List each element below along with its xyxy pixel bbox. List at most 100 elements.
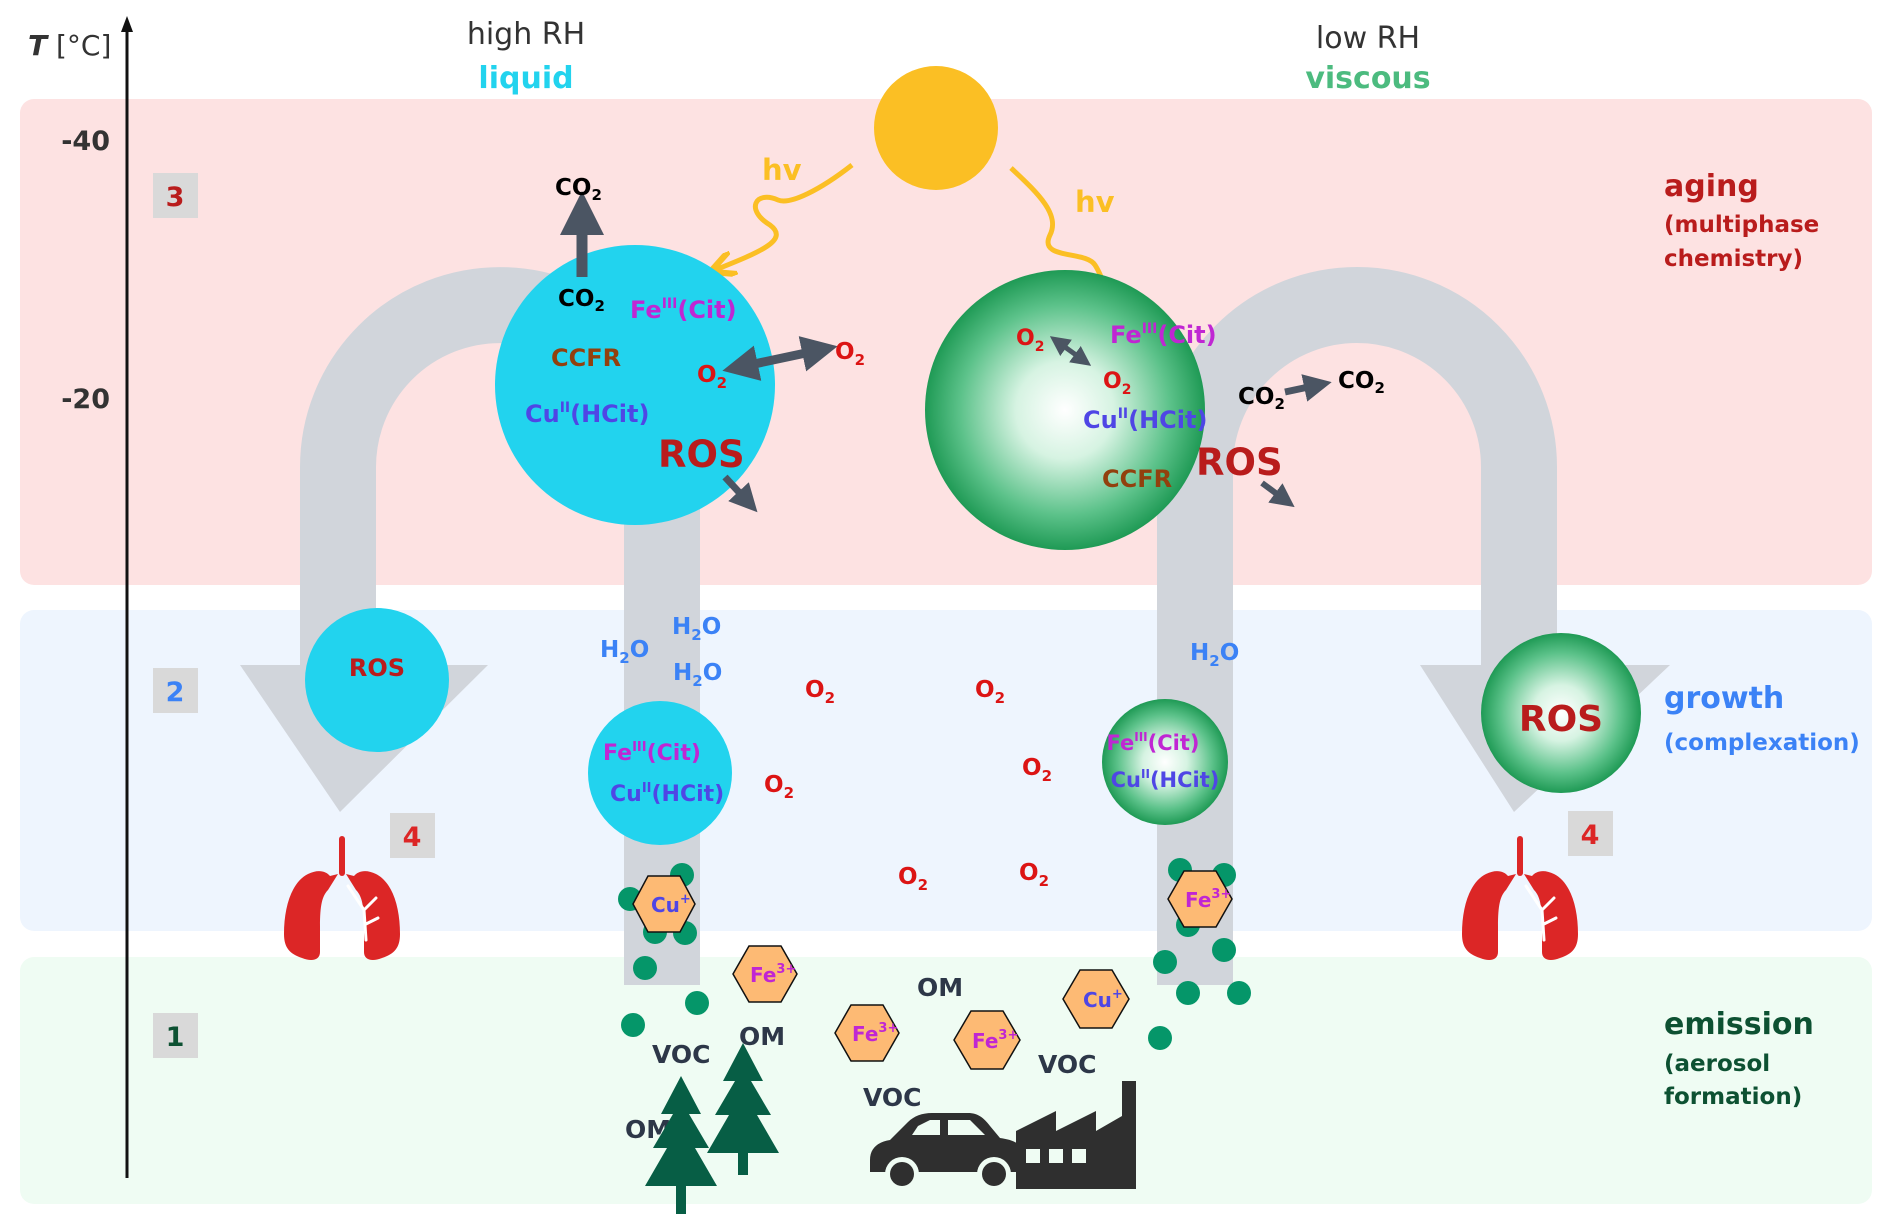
hv-label-left: hv bbox=[762, 153, 802, 187]
axis-label: T [°C] bbox=[28, 29, 111, 62]
svg-text:Cu+: Cu+ bbox=[651, 892, 691, 917]
svg-text:3: 3 bbox=[166, 182, 185, 213]
o2-exchange-arrow bbox=[722, 336, 838, 381]
seed-particle bbox=[1176, 981, 1200, 1005]
o2-label: O2 bbox=[898, 864, 928, 894]
h2o-label: H2O bbox=[673, 660, 722, 690]
svg-text:growth: growth bbox=[1664, 681, 1784, 716]
co2-inside: CO2 bbox=[1238, 384, 1285, 413]
seed-particle bbox=[1227, 981, 1251, 1005]
left-column-state: liquid bbox=[478, 61, 573, 96]
co2-outside: CO2 bbox=[1338, 368, 1385, 397]
emission-labels: VOC OM OM OM VOC VOC bbox=[625, 973, 1097, 1144]
fe-ion-hexagon: Fe3+ bbox=[732, 945, 798, 1003]
svg-text:Fe3+: Fe3+ bbox=[972, 1028, 1018, 1053]
cu-ion-hexagon: Cu+ bbox=[1062, 969, 1130, 1029]
svg-text:FeIII(Cit): FeIII(Cit) bbox=[1107, 730, 1200, 755]
svg-text:(complexation): (complexation) bbox=[1664, 730, 1860, 756]
fe-citrate: FeIII(Cit) bbox=[630, 296, 737, 324]
co2-release-arrow bbox=[1284, 374, 1332, 402]
left-column-title: high RH bbox=[467, 17, 585, 52]
water-labels: H2O H2O H2O H2O bbox=[600, 614, 1239, 690]
h2o-label: H2O bbox=[1190, 640, 1239, 670]
svg-text:(multiphase: (multiphase bbox=[1664, 212, 1819, 238]
svg-text:4: 4 bbox=[403, 822, 422, 853]
svg-text:CuII(HCit): CuII(HCit) bbox=[1111, 767, 1220, 792]
hv-label-right: hv bbox=[1075, 185, 1115, 219]
viscous-particle-growth: FeIII(Cit) CuII(HCit) bbox=[1102, 699, 1228, 825]
seed-particle bbox=[1212, 938, 1236, 962]
co2-inside: CO2 bbox=[558, 286, 605, 315]
ccfr-label: CCFR bbox=[1102, 465, 1172, 493]
svg-text:Fe3+: Fe3+ bbox=[1185, 887, 1231, 912]
o2-outside: O2 bbox=[1016, 326, 1044, 355]
fe-ion-hexagon: Fe3+ bbox=[953, 1010, 1021, 1070]
seed-particle bbox=[685, 991, 709, 1015]
tree-icon bbox=[707, 1043, 779, 1175]
axis-tick-minus40: -40 bbox=[61, 126, 110, 157]
axis-arrow-icon bbox=[121, 16, 133, 32]
o2-outside: O2 bbox=[835, 339, 865, 369]
lungs-icon-right bbox=[1462, 836, 1578, 960]
voc-label: VOC bbox=[652, 1040, 711, 1069]
right-column-title: low RH bbox=[1316, 21, 1420, 56]
metal-ions: Cu+ Fe3+ Fe3+ Fe3+ Cu+ Fe3+ bbox=[632, 870, 1233, 1070]
o2-label: O2 bbox=[1019, 860, 1049, 890]
seed-particle bbox=[1153, 950, 1177, 974]
svg-text:chemistry): chemistry) bbox=[1664, 246, 1803, 272]
factory-icon bbox=[1016, 1081, 1136, 1189]
svg-text:2: 2 bbox=[166, 677, 185, 708]
viscous-ros-particle: ROS bbox=[1481, 633, 1641, 793]
om-label: OM bbox=[739, 1022, 785, 1051]
svg-text:ROS: ROS bbox=[1519, 699, 1603, 740]
o2-inside: O2 bbox=[1103, 369, 1131, 398]
stage-badge-4-left: 4 bbox=[390, 813, 435, 858]
fe-ion-hexagon: Fe3+ bbox=[834, 1004, 900, 1062]
lungs-icon-left bbox=[284, 836, 400, 960]
svg-text:ROS: ROS bbox=[349, 654, 405, 682]
right-flow-arch bbox=[1157, 267, 1557, 985]
svg-text:4: 4 bbox=[1581, 820, 1600, 851]
svg-text:(aerosol: (aerosol bbox=[1664, 1051, 1770, 1077]
stage-badge-4-right: 4 bbox=[1568, 811, 1613, 856]
ros-release-arrow bbox=[1260, 480, 1295, 508]
svg-text:1: 1 bbox=[166, 1022, 185, 1053]
oxygen-labels: O2 O2 O2 O2 O2 O2 bbox=[764, 677, 1052, 894]
svg-text:formation): formation) bbox=[1664, 1084, 1802, 1110]
sun-icon bbox=[874, 66, 998, 190]
stage-badge-3: 3 bbox=[153, 173, 198, 218]
seed-particle bbox=[1148, 1026, 1172, 1050]
fe-ion-hexagon: Fe3+ bbox=[1167, 870, 1233, 928]
light-ray-left bbox=[715, 163, 854, 270]
right-column-state: viscous bbox=[1305, 61, 1430, 96]
o2-label: O2 bbox=[805, 677, 835, 707]
ccfr-label: CCFR bbox=[551, 344, 621, 372]
svg-text:Fe3+: Fe3+ bbox=[750, 962, 796, 987]
cu-hydrogencitrate: CuII(HCit) bbox=[525, 400, 649, 428]
svg-text:FeIII(Cit): FeIII(Cit) bbox=[603, 740, 701, 766]
svg-text:aging: aging bbox=[1664, 169, 1759, 204]
svg-text:Cu+: Cu+ bbox=[1083, 987, 1123, 1012]
svg-text:emission: emission bbox=[1664, 1007, 1814, 1042]
car-icon bbox=[870, 1113, 1025, 1191]
ros-label: ROS bbox=[658, 433, 745, 476]
cu-hydrogencitrate: CuII(HCit) bbox=[1083, 406, 1207, 434]
fe-citrate: FeIII(Cit) bbox=[1110, 321, 1217, 349]
h2o-label: H2O bbox=[600, 637, 649, 667]
liquid-ros-particle: ROS bbox=[305, 608, 449, 752]
tree-icon bbox=[645, 1076, 717, 1214]
o2-inside: O2 bbox=[697, 362, 727, 392]
stage-title-aging: aging (multiphase chemistry) bbox=[1664, 169, 1819, 272]
emission-band bbox=[20, 957, 1872, 1204]
stage-badge-1: 1 bbox=[153, 1013, 198, 1058]
voc-label: VOC bbox=[1038, 1050, 1097, 1079]
stage-title-growth: growth (complexation) bbox=[1664, 681, 1860, 756]
stage-title-emission: emission (aerosol formation) bbox=[1664, 1007, 1814, 1110]
o2-label: O2 bbox=[764, 772, 794, 802]
axis-tick-minus20: -20 bbox=[61, 384, 110, 415]
ros-release-arrow bbox=[722, 474, 758, 513]
h2o-label: H2O bbox=[672, 614, 721, 644]
svg-text:CuII(HCit): CuII(HCit) bbox=[610, 781, 724, 807]
cu-ion-hexagon: Cu+ bbox=[632, 875, 696, 933]
